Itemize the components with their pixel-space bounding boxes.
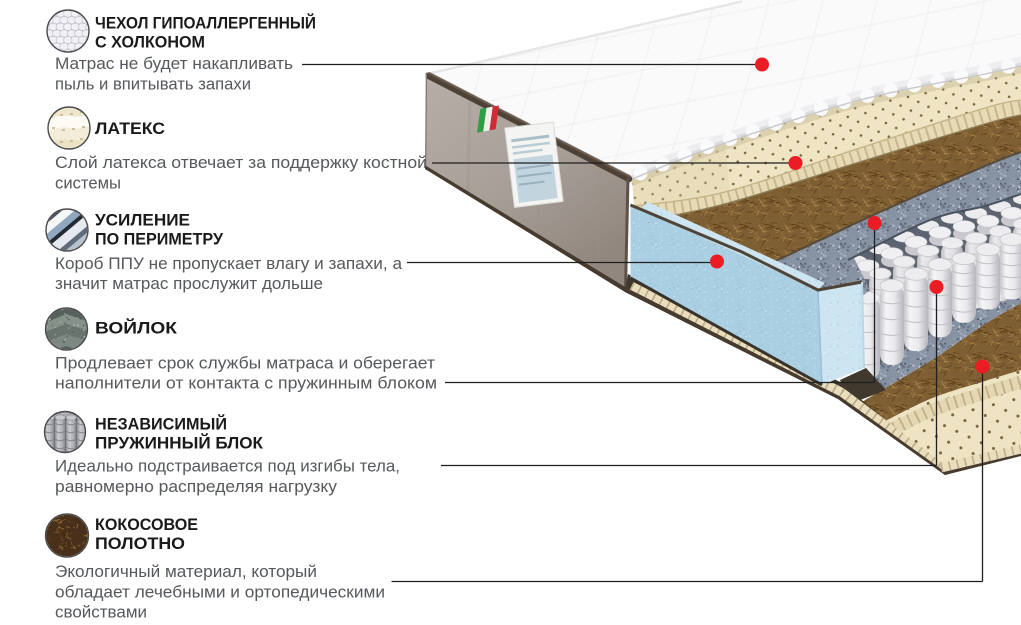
- svg-text:значит матрас прослужит дольше: значит матрас прослужит дольше: [55, 274, 323, 293]
- svg-text:ПО ПЕРИМЕТРУ: ПО ПЕРИМЕТРУ: [95, 230, 223, 249]
- svg-text:Короб ППУ не пропускает влагу: Короб ППУ не пропускает влагу и запахи, …: [55, 254, 403, 273]
- svg-text:ЧЕХОЛ ГИПОАЛЛЕРГЕННЫЙ: ЧЕХОЛ ГИПОАЛЛЕРГЕННЫЙ: [95, 14, 316, 33]
- svg-text:НЕЗАВИСИМЫЙ: НЕЗАВИСИМЫЙ: [95, 415, 227, 434]
- svg-text:свойствами: свойствами: [55, 603, 147, 622]
- svg-text:Идеально подстраивается под из: Идеально подстраивается под изгибы тела,: [55, 457, 400, 476]
- svg-text:Слой латекса отвечает за подде: Слой латекса отвечает за поддержку костн…: [55, 153, 427, 172]
- svg-text:ВОЙЛОК: ВОЙЛОК: [95, 319, 178, 338]
- svg-text:равномерно распределяя нагрузк: равномерно распределяя нагрузку: [55, 477, 337, 496]
- svg-text:пыль и впитывать запахи: пыль и впитывать запахи: [55, 75, 251, 94]
- svg-text:КОКОСОВОЕ: КОКОСОВОЕ: [95, 515, 198, 534]
- svg-text:С ХОЛКОНОМ: С ХОЛКОНОМ: [95, 33, 205, 52]
- svg-text:Продлевает срок службы матраса: Продлевает срок службы матраса и оберега…: [55, 354, 435, 373]
- svg-text:ЛАТЕКС: ЛАТЕКС: [95, 119, 165, 138]
- svg-text:наполнители от контакта с пруж: наполнители от контакта с пружинным блок…: [55, 374, 437, 393]
- svg-text:Экологичный материал, который: Экологичный материал, который: [55, 562, 317, 581]
- svg-text:ПОЛОТНО: ПОЛОТНО: [95, 534, 185, 553]
- svg-text:УСИЛЕНИЕ: УСИЛЕНИЕ: [95, 211, 190, 230]
- svg-text:Матрас не будет накапливать: Матрас не будет накапливать: [55, 54, 293, 73]
- svg-text:системы: системы: [55, 174, 121, 193]
- svg-text:ПРУЖИННЫЙ БЛОК: ПРУЖИННЫЙ БЛОК: [95, 434, 264, 453]
- svg-text:обладает лечебными и ортопедич: обладает лечебными и ортопедическими: [55, 583, 385, 602]
